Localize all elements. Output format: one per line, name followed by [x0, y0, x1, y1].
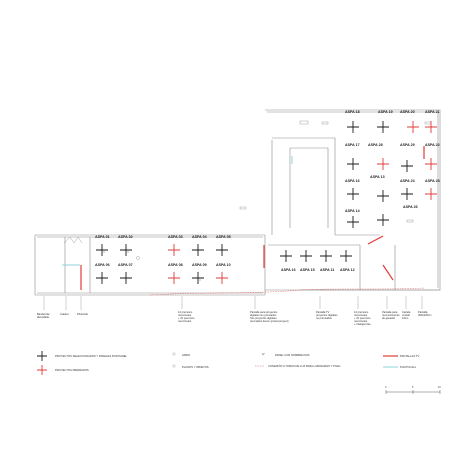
- aspa-label: ASPA 16: [345, 179, 360, 183]
- aspa-label: ASPA 10: [216, 263, 231, 267]
- photocall: [62, 156, 293, 266]
- aspa-group: ASPA 18 ASPA 19 ASPA 20 ASPA 21 ASPA 17 …: [95, 110, 440, 272]
- aspa-label: ASPA 14: [345, 209, 360, 213]
- legend-planos: PLANOS Y OBJETOS: [182, 365, 209, 369]
- aspa-label: ASPA 04: [192, 235, 207, 239]
- aspa-label: ASPA 28: [368, 143, 383, 147]
- scale-bar: 0 5 10: [385, 386, 441, 394]
- aspa-label: ASPA 03: [168, 235, 183, 239]
- aspa-label: ASPA 19: [378, 110, 393, 114]
- building-walls: [34, 109, 441, 296]
- aspa-label: ASPA 20: [400, 110, 415, 114]
- aspa-label: ASPA 06: [95, 263, 110, 267]
- aspa-label: ASPA 21: [425, 110, 440, 114]
- aspa-label: ASPA 02: [118, 235, 133, 239]
- legend-selected: PROYECTOS SELECCIONADOS Y PANELES POR PA…: [55, 354, 128, 358]
- svg-text:Photocall: Photocall: [77, 312, 88, 316]
- aspa-label: ASPA 15: [300, 268, 315, 272]
- aspa-label: ASPA 01: [95, 235, 110, 239]
- legend: PROYECTOS SELECCIONADOS Y PANELES POR PA…: [37, 351, 419, 375]
- aspa-label: ASPA 11: [320, 268, 334, 272]
- legend-panel-nombre: PANEL CON NOMBRE PAIS: [275, 353, 310, 357]
- aspa-label: ASPA 12: [340, 268, 355, 272]
- legend-libro: LIBRO: [182, 353, 190, 357]
- aspa-label: ASPA 29: [400, 143, 415, 147]
- aspa-label: ASPA 13: [370, 175, 385, 179]
- aspa-label: ASPA 23: [425, 179, 440, 183]
- aspa-label: ASPA 07: [118, 263, 133, 267]
- aspa-label: ASPA 26: [403, 205, 418, 209]
- aspa-label: ASPA 24: [400, 179, 415, 183]
- aspa-label: ASPA 17: [345, 143, 360, 147]
- aspa-label: ASPA 18: [345, 110, 360, 114]
- svg-text:5: 5: [412, 386, 414, 389]
- legend-conexion: CONEXIÓN A TOMAS DE LUZ PARA LUMINARIAS …: [268, 363, 341, 368]
- project-crosses: [96, 121, 437, 284]
- legend-pantallas: PANTALLAS TV: [400, 354, 419, 358]
- aspa-label: ASPA 05: [216, 235, 231, 239]
- light-connection: [149, 287, 426, 296]
- tv-screens: [80, 146, 425, 290]
- svg-text:10: 10: [438, 386, 441, 389]
- aspa-label: ASPA 22: [425, 143, 440, 147]
- aspa-label: ASPA 09: [192, 263, 207, 267]
- svg-text:0: 0: [385, 386, 387, 389]
- svg-text:Cratéra: Cratéra: [60, 312, 69, 316]
- aspa-label: ASPA 08: [168, 263, 183, 267]
- aspa-label: ASPA 16: [281, 268, 296, 272]
- legend-photocall: PHOTOCALL: [400, 365, 417, 369]
- legend-awarded: PROYECTOS PREMIADOS: [55, 368, 89, 372]
